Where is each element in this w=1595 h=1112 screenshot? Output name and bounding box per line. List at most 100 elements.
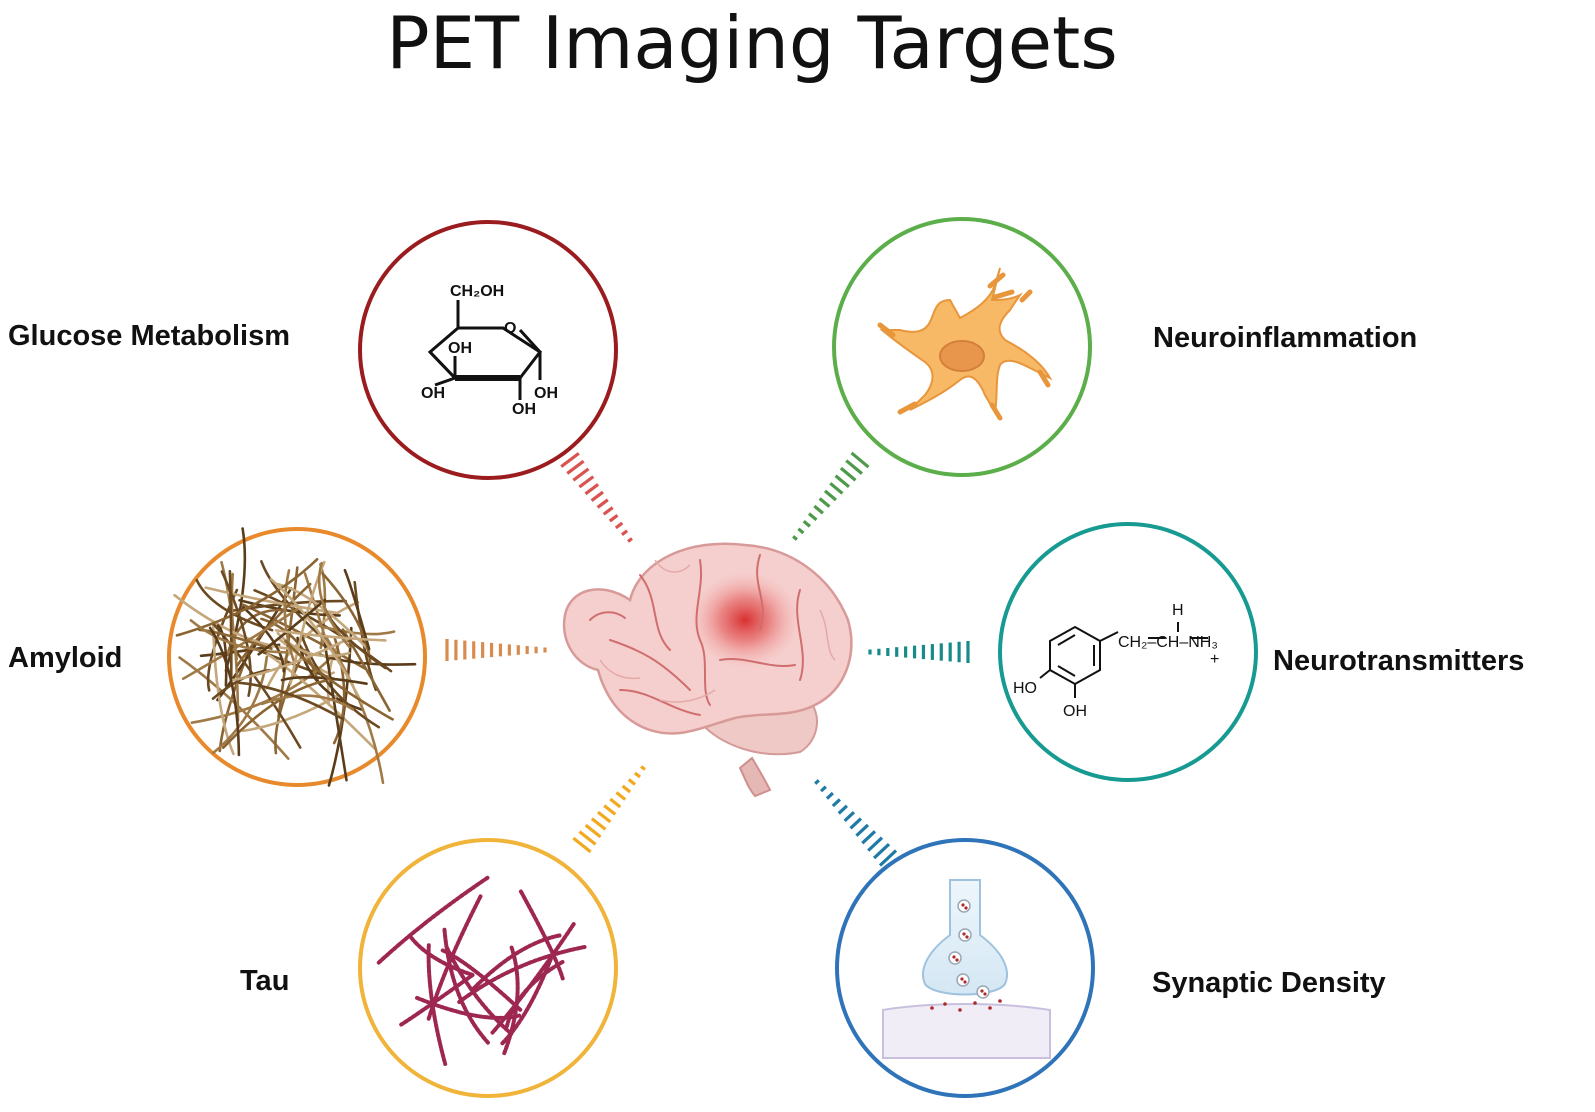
tau-circle — [358, 838, 618, 1098]
amyloid-fibril — [269, 577, 364, 706]
connector-dash-neuro — [834, 474, 850, 489]
amyloid-fibril — [173, 593, 297, 651]
amyloid-fibril — [260, 694, 355, 711]
connector-dash-glucose — [572, 467, 590, 482]
connector-dash-tau — [596, 810, 612, 824]
amyloid-fibril — [280, 676, 368, 685]
amyloid-fibril — [216, 624, 228, 687]
connector-dash-neuro — [850, 451, 870, 469]
connector-dash-tau — [590, 817, 607, 831]
connector-dash-synaptic — [855, 823, 870, 837]
synaptic-node — [835, 838, 1095, 1098]
amyloid-fibril — [190, 653, 335, 724]
neuroinflammation-node — [832, 217, 1092, 477]
connector-dashes — [445, 451, 970, 867]
connector-dash-neuro — [797, 527, 805, 535]
connector-dash-tau — [609, 797, 622, 809]
connector-dash-synaptic — [825, 791, 834, 800]
connector-dash-glucose — [614, 521, 624, 530]
connector-dash-neuro — [813, 504, 824, 515]
amyloid-fibril — [189, 619, 289, 654]
amyloid-fibril — [228, 569, 233, 686]
glucose-oh-left: OH — [421, 385, 445, 402]
amyloid-fibril — [211, 620, 235, 756]
tau-tangles-icon — [376, 875, 587, 1066]
neurotransmitters-circle — [998, 522, 1258, 782]
amyloid-fibril — [218, 652, 250, 753]
tau-strand — [426, 943, 448, 1066]
connector-dash-tau — [633, 771, 642, 779]
connector-dash-synaptic — [837, 804, 848, 815]
dopamine-ho: HO — [1013, 680, 1037, 697]
connector-dash-neuro — [845, 459, 863, 475]
label-neuroinflammation: Neuroinflammation — [1153, 322, 1417, 354]
amyloid-node — [167, 527, 427, 787]
connector-dash-tau — [640, 765, 646, 771]
tau-strand — [502, 945, 520, 1056]
connector-dash-neuro — [808, 512, 818, 522]
amyloid-fibril — [343, 568, 371, 651]
amyloid-fibrils-icon — [173, 527, 417, 787]
connector-dash-neuro — [823, 489, 837, 502]
amyloid-fibril — [274, 629, 387, 642]
dopamine-oh: OH — [1063, 703, 1087, 720]
tau-strand — [490, 922, 576, 1035]
brain-icon — [562, 542, 853, 798]
glucose-molecule-icon — [427, 300, 543, 400]
tau-strand — [376, 875, 490, 966]
connector-dash-tau — [621, 784, 632, 794]
amyloid-fibril — [283, 569, 296, 663]
synapse-icon — [882, 879, 1051, 1059]
connector-dash-tau — [627, 778, 637, 786]
connector-dash-neuro — [818, 497, 831, 508]
amyloid-fibril — [276, 631, 351, 658]
connector-dash-synaptic — [867, 836, 884, 852]
connector-dash-synaptic — [878, 849, 898, 867]
connector-dash-glucose — [560, 452, 580, 468]
dopamine-chain: CH₂–CH–NH₃ — [1118, 634, 1218, 651]
connector-dash-neuro — [802, 519, 811, 528]
connector-dash-synaptic — [819, 785, 827, 793]
amyloid-fibril — [241, 693, 340, 733]
dopamine-plus: + — [1210, 651, 1219, 668]
amyloid-fibril — [238, 681, 345, 721]
connector-dash-glucose — [608, 514, 619, 523]
connector-dash-glucose — [596, 498, 609, 509]
amyloid-fibril — [175, 558, 319, 637]
dopamine-h: H — [1172, 602, 1184, 619]
connector-dash-tau — [584, 823, 602, 839]
connector-dash-tau — [572, 836, 592, 854]
tau-strand — [442, 927, 491, 1045]
connector-dash-glucose — [627, 537, 633, 543]
connector-dash-synaptic — [814, 779, 820, 785]
connector-dash-synaptic — [849, 817, 863, 830]
connector-dash-neuro — [792, 535, 798, 541]
glucose-ch2oh: CH₂OH — [450, 283, 504, 300]
connector-dash-glucose — [566, 459, 585, 475]
amyloid-fibril — [332, 637, 346, 745]
label-synaptic-density: Synaptic Density — [1152, 967, 1386, 999]
amyloid-fibril — [284, 639, 394, 721]
connector-dash-neuro — [839, 466, 857, 482]
connector-dash-glucose — [578, 475, 595, 489]
amyloid-fibril — [204, 586, 339, 615]
amyloid-fibril — [212, 655, 269, 755]
connector-dash-glucose — [602, 506, 614, 516]
connector-dash-glucose — [584, 483, 600, 496]
label-glucose-metabolism: Glucose Metabolism — [8, 320, 290, 352]
amyloid-fibril — [303, 572, 328, 643]
connector-dash-glucose — [620, 529, 629, 536]
glucose-oh-inner: OH — [448, 340, 472, 357]
glucose-oh-right: OH — [534, 385, 558, 402]
glucose-circle — [358, 220, 618, 480]
amyloid-fibril — [229, 636, 353, 682]
label-tau: Tau — [240, 965, 289, 997]
dopamine-molecule-icon — [1039, 622, 1208, 698]
amyloid-fibril — [257, 598, 327, 656]
microglia-cell-icon — [877, 267, 1053, 421]
connector-dash-synaptic — [872, 842, 891, 860]
tau-node — [358, 838, 618, 1098]
neurotransmitters-node: H CH₂–CH–NH₃ + HO OH — [998, 522, 1258, 782]
